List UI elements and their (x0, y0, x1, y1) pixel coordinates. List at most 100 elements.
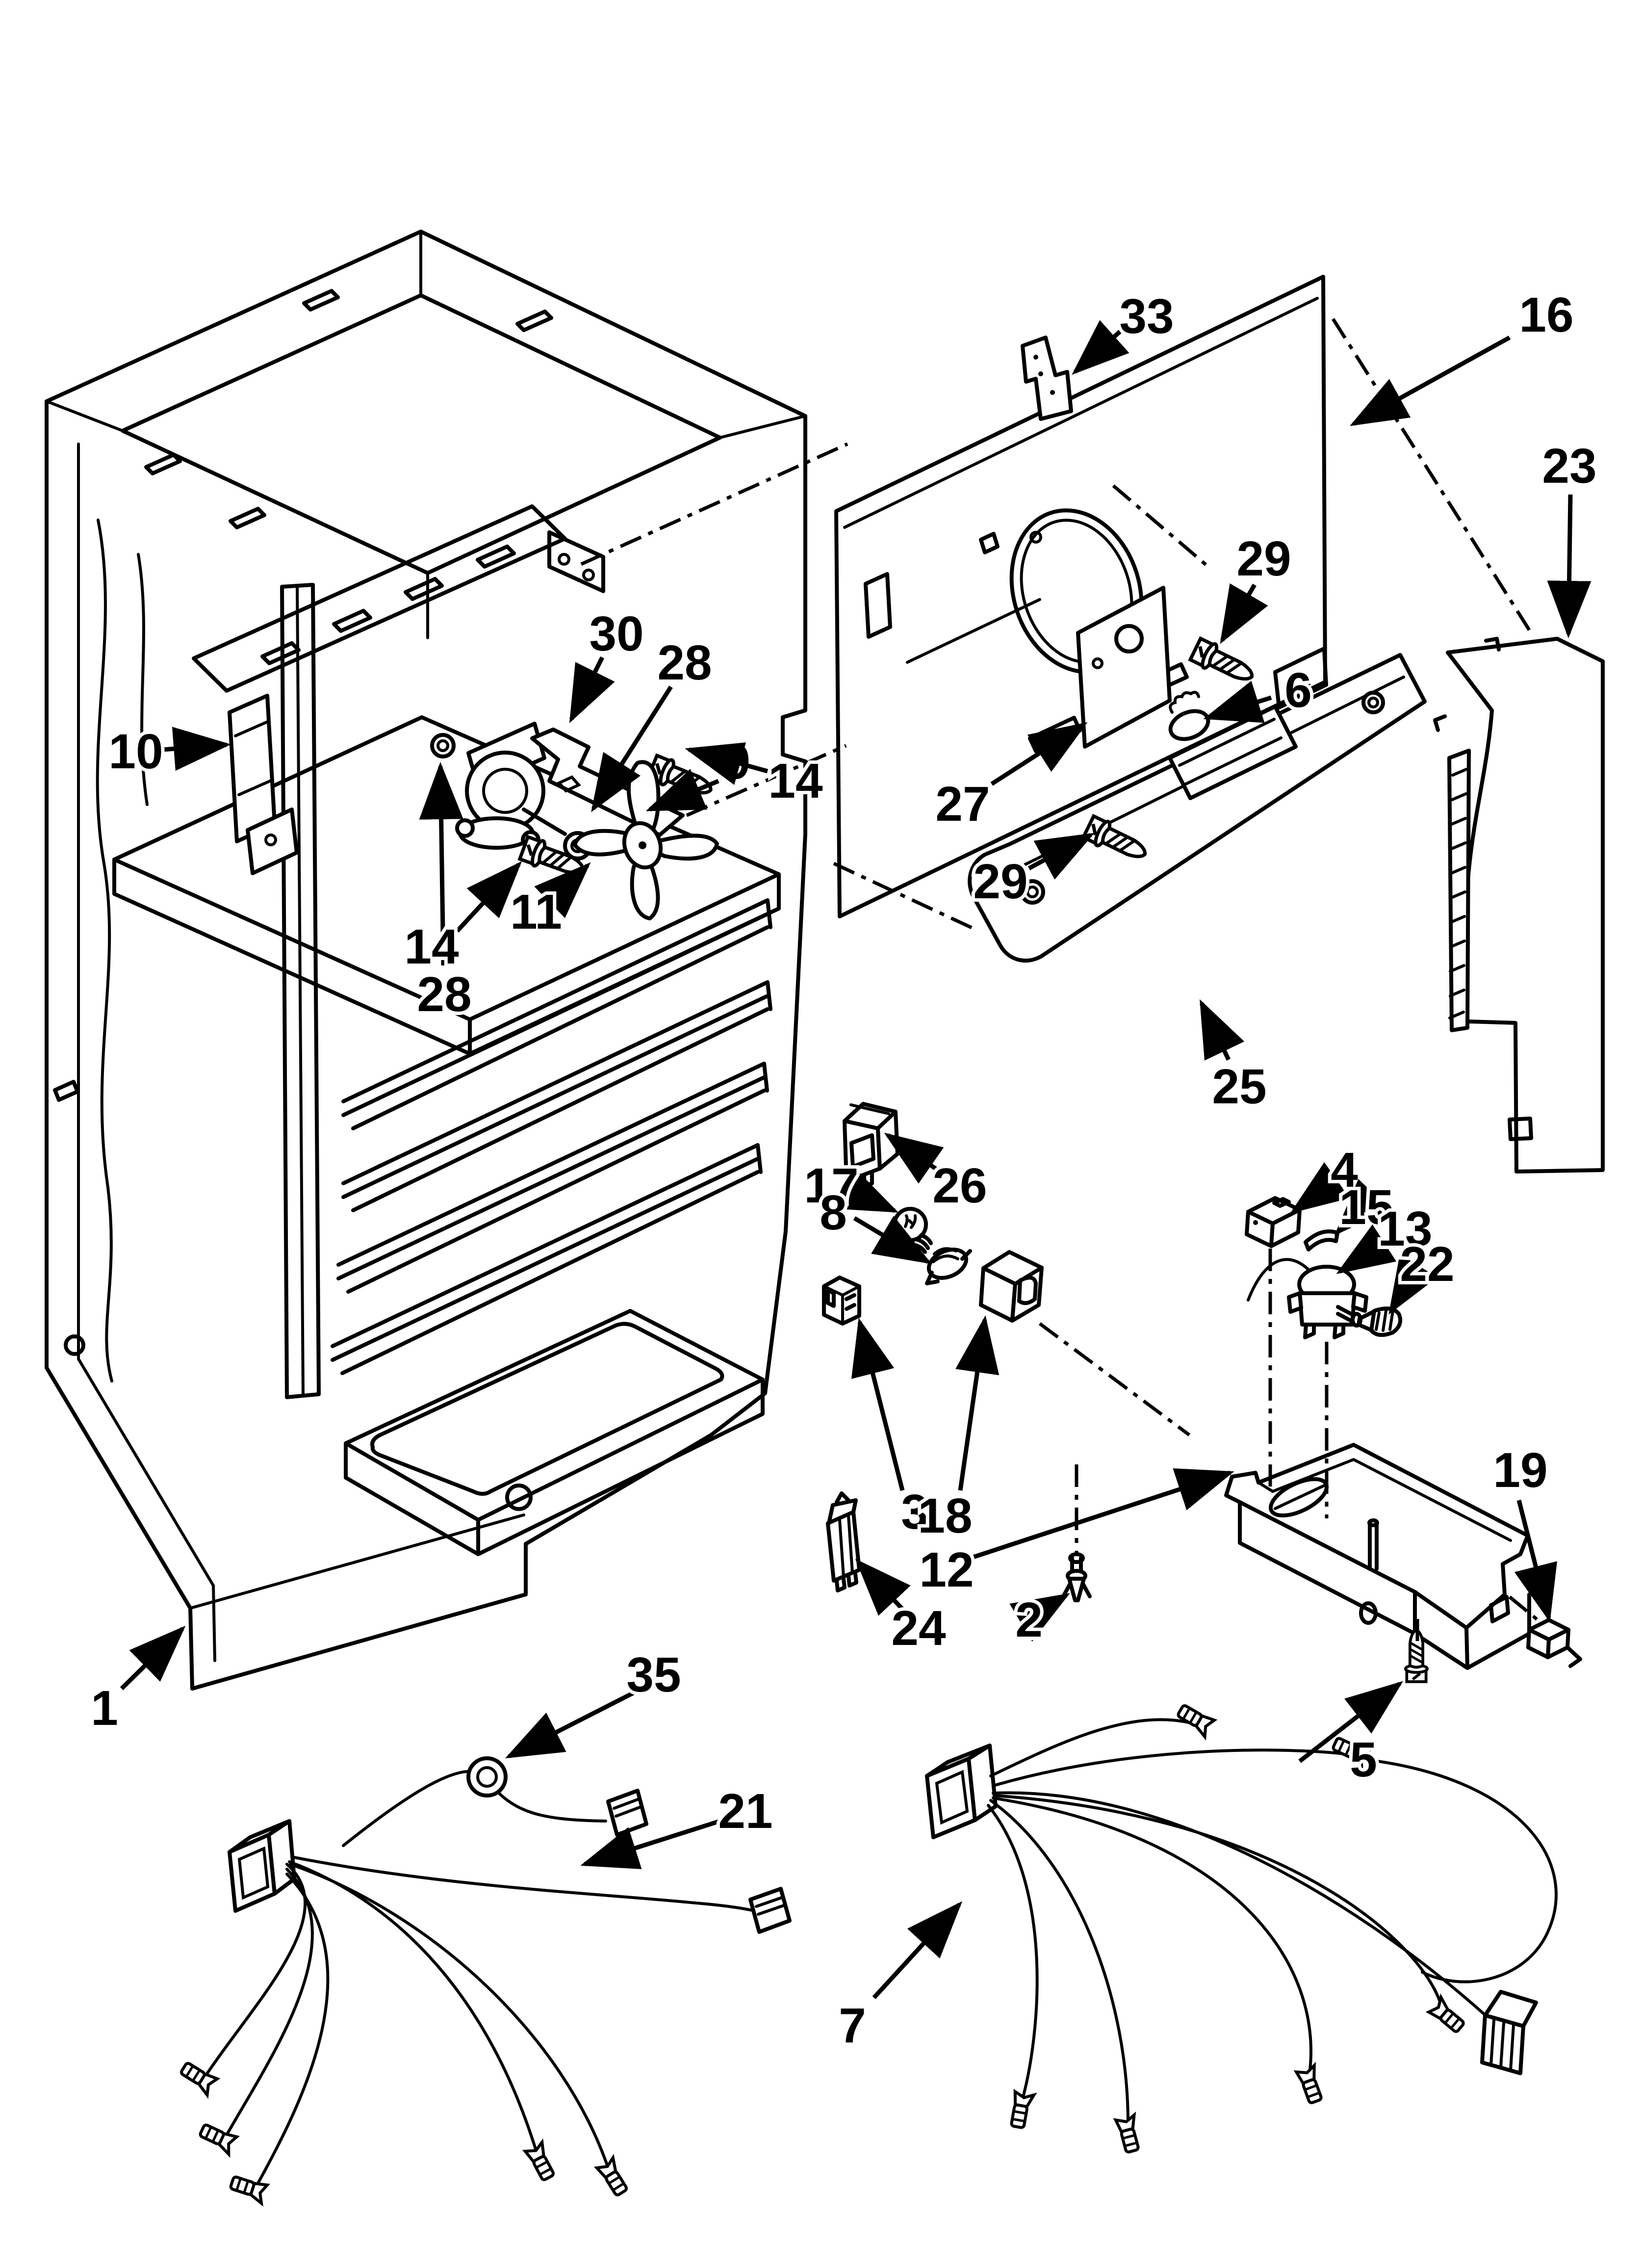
leader-arrow (569, 656, 615, 724)
callout-label: 2 (1015, 1592, 1043, 1647)
callout-label: 26 (932, 1158, 987, 1213)
callout-label: 17 (804, 1158, 858, 1213)
hanger-rail (192, 504, 605, 693)
callout-label: 29 (973, 854, 1027, 909)
callout-label: 12 (919, 1542, 974, 1597)
callout-label: 21 (718, 1784, 772, 1839)
callout-2-28: 2 (1009, 1589, 1070, 1651)
callout-label: 19 (1493, 1443, 1547, 1498)
callout-label: 1 (91, 1681, 118, 1736)
knob-22 (1357, 1306, 1402, 1337)
bulb-socket-8 (925, 1247, 972, 1285)
relay-overload-4 (1245, 1196, 1302, 1248)
assembly-axis-lines (580, 318, 1544, 1641)
leader-arrow (853, 1216, 932, 1264)
crisper-pan (344, 1309, 765, 1556)
side-cover-23 (1433, 637, 1605, 1173)
leader-arrow (1072, 320, 1129, 375)
evaporator-cover-panel-16 (834, 275, 1328, 918)
callout-10-8: 10 (105, 721, 231, 782)
callout-label: 16 (1519, 287, 1573, 342)
callout-28-10: 28 (591, 632, 716, 812)
callout-label: 24 (891, 1601, 946, 1656)
callout-33-0: 33 (1072, 286, 1178, 375)
callout-label: 35 (626, 1647, 681, 1702)
callout-17-17: 17 (800, 1155, 899, 1217)
callout-label: 22 (1400, 1237, 1454, 1292)
callout-12-26: 12 (916, 1468, 1234, 1601)
callout-18-25: 18 (914, 1315, 1000, 1547)
leader-arrow (955, 1315, 1000, 1491)
callout-label: 23 (1542, 439, 1596, 494)
leader-arrow (419, 762, 463, 966)
callout-8-18: 8 (816, 1182, 932, 1264)
leader-arrow (1350, 336, 1511, 426)
control-housing-25 (968, 653, 1427, 963)
leader-arrow (1336, 1224, 1397, 1274)
callout-label: 30 (589, 606, 643, 661)
leader-arrow (505, 1690, 636, 1759)
vent-grille (1448, 768, 1468, 1019)
clip-3 (822, 1276, 861, 1326)
callout-27-5: 27 (932, 722, 1088, 835)
callout-6-4: 6 (1203, 659, 1315, 723)
leader-arrow (534, 862, 591, 918)
callout-14-14: 14 (401, 861, 522, 978)
leader-arrow (1220, 583, 1268, 644)
shelf-rails (331, 898, 772, 1375)
callout-label: 28 (417, 967, 471, 1022)
callout-13-21: 13 (1336, 1198, 1436, 1274)
wiring-harness-21 (178, 1756, 792, 2203)
leader-arrow (1290, 1162, 1350, 1214)
leader-arrow (1547, 494, 1591, 638)
refrigerator-liner (45, 230, 807, 1691)
callout-label: 11 (510, 885, 562, 939)
center-mullion (280, 583, 321, 1399)
leader-arrow (1514, 1499, 1558, 1622)
leader-arrow (851, 1318, 905, 1491)
callout-label: 7 (839, 1998, 866, 2053)
leader-arrow (685, 742, 769, 785)
callout-19-23: 19 (1489, 1439, 1558, 1622)
leader-arrow (1388, 1254, 1437, 1315)
callout-11-15: 11 (507, 862, 591, 943)
callout-label: 29 (1236, 531, 1291, 586)
callout-3-24: 3 (851, 1318, 932, 1543)
leader-arrow (1009, 1593, 1070, 1642)
drain-tray-12 (1224, 1443, 1531, 1670)
callout-1-32: 1 (87, 1625, 186, 1739)
evaporator-fan-assembly (228, 694, 719, 920)
leader-arrow (837, 1169, 899, 1213)
callout-label: 18 (918, 1488, 972, 1543)
callout-28-13: 28 (413, 762, 475, 1025)
leader-arrow (162, 727, 231, 771)
callout-label: 10 (108, 724, 163, 779)
clip-19 (1526, 1618, 1582, 1668)
leader-arrow (872, 1901, 963, 2000)
leader-arrow (591, 685, 673, 812)
callout-5-29: 5 (1298, 1681, 1404, 1791)
callout-label: 33 (1119, 289, 1174, 344)
bracket-10 (228, 694, 299, 875)
thermostat-13 (1247, 1258, 1368, 1339)
leader-arrow (1298, 1681, 1404, 1763)
callout-14-12: 14 (685, 742, 826, 812)
callout-21-31: 21 (580, 1780, 776, 1870)
leader-arrow (855, 1559, 911, 1616)
callout-label: 25 (1212, 1059, 1266, 1114)
callout-7-33: 7 (835, 1901, 963, 2057)
callout-label: 8 (820, 1185, 847, 1240)
leader-arrow (1199, 999, 1245, 1061)
fan-motor-30 (455, 722, 567, 850)
callout-label: 13 (1378, 1201, 1432, 1256)
callout-24-27: 24 (855, 1559, 949, 1659)
leader-arrow (645, 769, 719, 812)
clip-33 (1021, 336, 1073, 421)
callout-label: 3 (901, 1485, 928, 1539)
push-pin-2 (1061, 1552, 1092, 1602)
callout-29-3: 29 (1220, 528, 1295, 644)
callout-label: 6 (1284, 663, 1312, 718)
